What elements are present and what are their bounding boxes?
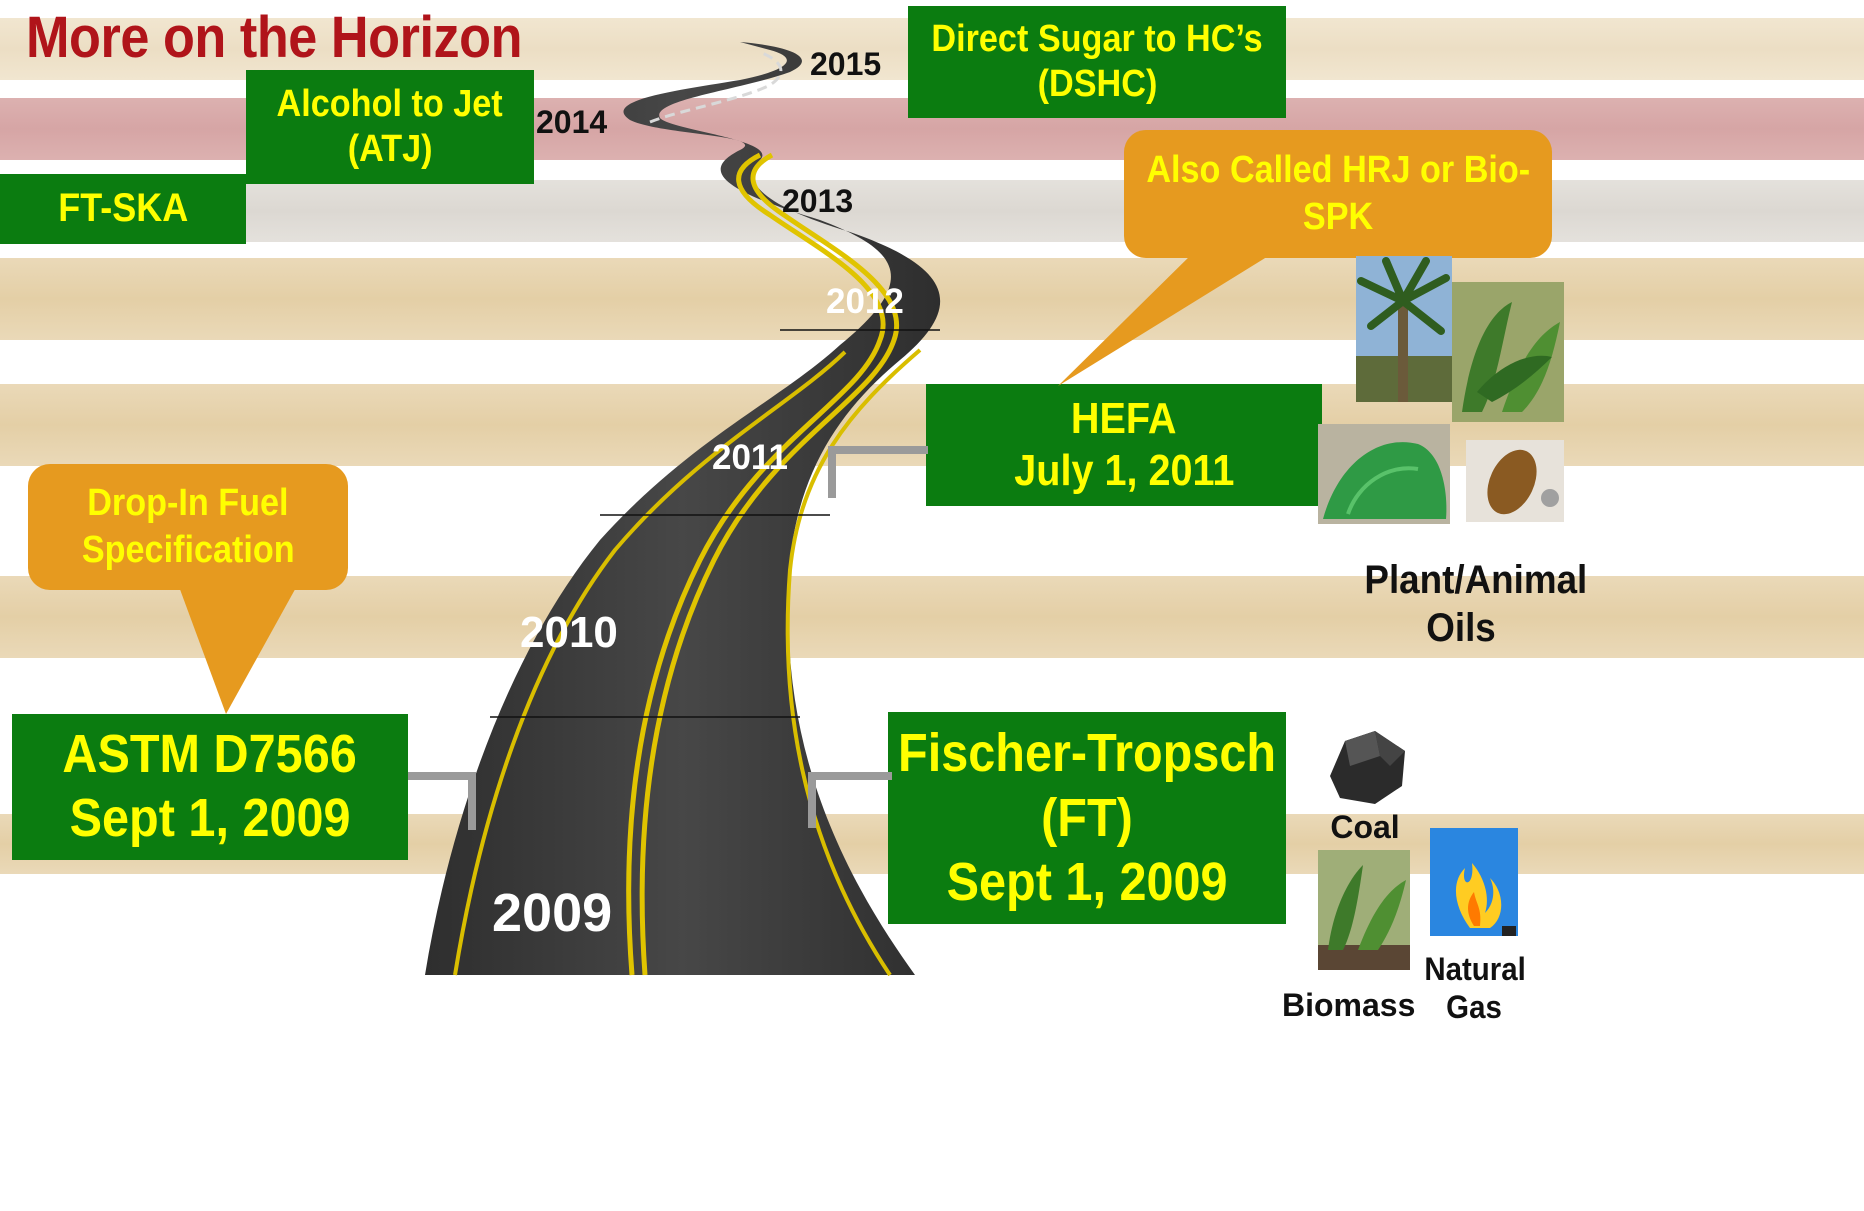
coal-photo: [1330, 731, 1405, 804]
center-line: [626, 152, 886, 976]
connector-astm: [408, 772, 476, 780]
dshc-line-1: Direct Sugar to HC’s: [931, 18, 1263, 61]
connector-hefa: [828, 446, 928, 454]
hrj-line-1: Also Called HRJ or Bio-: [1146, 148, 1530, 191]
dropin-callout-box: Drop-In Fuel Specification: [28, 464, 348, 590]
hefa-box: HEFA July 1, 2011: [926, 384, 1322, 506]
year-label-2012: 2012: [826, 282, 904, 321]
callout-pointer: [1058, 250, 1278, 386]
natural-gas-photo: [1430, 828, 1518, 936]
palm-tree-photo: [1356, 256, 1452, 402]
background-band: [0, 180, 1864, 242]
natural-gas-label: Natural Gas: [1420, 950, 1528, 1027]
year-label-2015: 2015: [810, 46, 882, 82]
center-line: [649, 50, 783, 124]
hefa-line-2: July 1, 2011: [1013, 446, 1235, 495]
page-title: More on the Horizon: [26, 5, 523, 70]
year-label-2009: 2009: [492, 883, 613, 943]
callout-pointer: [178, 584, 298, 714]
atj-line-1: Alcohol to Jet: [276, 83, 504, 126]
dshc-box: Direct Sugar to HC’s (DSHC): [908, 6, 1286, 118]
lane-line-left-edge: [453, 350, 847, 976]
dropin-line-1: Drop-In Fuel: [87, 481, 289, 524]
connector-ft: [808, 772, 892, 780]
ftska-box: FT-SKA: [0, 174, 246, 244]
plant-photo: [1452, 282, 1564, 422]
ft-box: Fischer-Tropsch (FT) Sept 1, 2009: [888, 712, 1286, 924]
dshc-line-2: (DSHC): [1037, 63, 1157, 105]
seed-photo: [1466, 440, 1564, 522]
year-label-2011: 2011: [712, 438, 788, 477]
hefa-line-1: HEFA: [1071, 394, 1177, 444]
dropin-line-2: Specification: [81, 529, 295, 571]
astm-line-2: Sept 1, 2009: [69, 788, 351, 848]
lane-line-right-edge: [785, 348, 922, 977]
connector-hefa: [828, 446, 836, 498]
hrj-callout-box: Also Called HRJ or Bio- SPK: [1124, 130, 1552, 258]
year-label-2013: 2013: [782, 183, 854, 219]
year-label-2010: 2010: [520, 608, 618, 657]
connector-astm: [468, 772, 476, 830]
center-line: [639, 152, 899, 976]
ft-line-3: Sept 1, 2009: [946, 852, 1228, 913]
coal-label: Coal: [1330, 809, 1400, 845]
algae-photo: [1318, 424, 1450, 524]
hrj-line-2: SPK: [1302, 196, 1374, 238]
astm-line-1: ASTM D7566: [62, 724, 358, 785]
atj-line-2: (ATJ): [347, 128, 433, 170]
year-label-2014: 2014: [536, 104, 608, 140]
natural-gas-line-2: Gas: [1446, 989, 1502, 1026]
biomass-label: Biomass: [1282, 987, 1416, 1023]
plant-animal-oils-label: Plant/Animal Oils: [1356, 556, 1588, 652]
natural-gas-line-1: Natural: [1424, 951, 1526, 987]
astm-box: ASTM D7566 Sept 1, 2009: [12, 714, 408, 860]
biomass-photo: [1318, 850, 1410, 970]
hrj-callout: Also Called HRJ or Bio- SPK: [1058, 130, 1552, 386]
atj-box: Alcohol to Jet (ATJ): [246, 70, 534, 184]
plant-oils-line-1: Plant/Animal: [1364, 558, 1588, 602]
connector-ft: [808, 772, 816, 828]
ftska-line-1: FT-SKA: [58, 186, 188, 231]
ft-line-2: (FT): [1041, 787, 1133, 848]
dropin-callout: Drop-In Fuel Specification: [28, 464, 348, 714]
plant-oils-line-2: Oils: [1426, 606, 1496, 650]
road-surface: [425, 42, 941, 975]
ft-line-1: Fischer-Tropsch: [897, 722, 1277, 783]
